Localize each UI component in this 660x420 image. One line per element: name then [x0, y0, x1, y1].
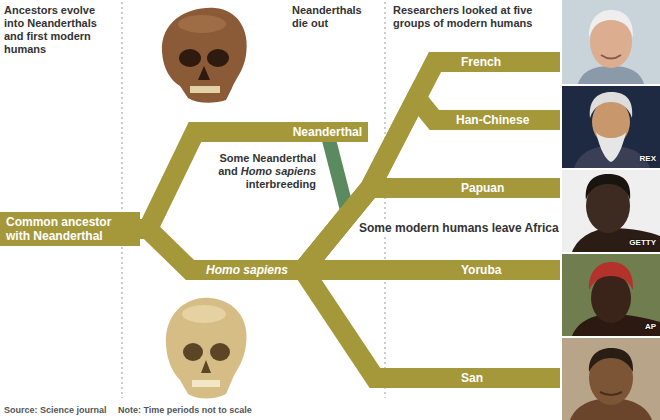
population-band: Han-Chinese: [450, 110, 560, 130]
portrait-photo: [562, 254, 660, 336]
photo-credit: AP: [645, 322, 656, 332]
band-label: Papuan: [461, 181, 504, 195]
smile: [600, 392, 622, 395]
branch-connector: [297, 270, 455, 378]
band-label: Neanderthal: [293, 125, 362, 139]
period-divider: [385, 2, 386, 398]
shoulder: [572, 228, 660, 252]
photo-credit: REX: [640, 154, 656, 164]
portrait-photo: [562, 170, 660, 252]
portrait-photo: [562, 86, 660, 168]
text-part: interbreeding: [246, 178, 316, 190]
period-heading: Researchers looked at five groups of mod…: [393, 4, 559, 30]
branch-band: Neanderthal: [205, 122, 368, 142]
portrait-photo: [562, 0, 660, 84]
band-label: Common ancestor with Neanderthal: [6, 215, 118, 243]
teeth: [192, 380, 220, 387]
branch-connector: [297, 260, 455, 280]
text-part: Homo sapiens: [241, 165, 316, 177]
hair: [589, 10, 633, 38]
branch-connector: [140, 132, 205, 229]
photo-credit: GETTY: [629, 238, 656, 248]
band-label: French: [461, 55, 501, 69]
neanderthal-skull: [162, 8, 247, 103]
skull-cranium: [166, 298, 247, 399]
photo-ground: [562, 170, 660, 252]
photo-ground: [562, 86, 660, 168]
population-band: Papuan: [455, 178, 560, 198]
period-divider: [122, 2, 123, 398]
eye-socket: [183, 343, 203, 361]
period-heading: Neanderthals die out: [292, 4, 376, 30]
teeth: [190, 86, 220, 93]
branch-band: Homo sapiens: [200, 260, 297, 280]
homo-sapiens-skull: [166, 298, 247, 399]
skull-highlight: [182, 305, 226, 323]
source-note: Note: Time periods not to scale: [116, 405, 254, 416]
hair: [589, 348, 633, 372]
eye-socket: [210, 343, 230, 361]
population-band: French: [455, 52, 560, 72]
photo-ground: [562, 0, 660, 84]
event-note: Some Neanderthal and Homo sapiens interb…: [214, 152, 316, 191]
skull-highlight: [178, 15, 226, 33]
branch-connector: [297, 62, 455, 270]
event-note: Some modern humans leave Africa: [357, 221, 561, 235]
population-band: San: [455, 368, 560, 388]
branch-connector: [140, 229, 200, 270]
nasal-cavity: [198, 66, 210, 80]
band-label: Yoruba: [461, 263, 501, 277]
eye-socket: [207, 49, 229, 67]
hair: [590, 92, 632, 118]
smile: [601, 55, 621, 59]
source-note: Source: Science journal: [2, 405, 109, 416]
beard: [596, 132, 626, 162]
photo-ground: [562, 254, 660, 336]
population-band: Yoruba: [455, 260, 560, 280]
shirt: [578, 66, 644, 84]
photo-ground: [562, 338, 660, 420]
skull-cranium: [162, 8, 247, 103]
nasal-cavity: [201, 360, 211, 373]
portrait-photo: [562, 338, 660, 420]
period-heading: Ancestors evolve into Neanderthals and f…: [4, 4, 116, 56]
band-label: Han-Chinese: [456, 113, 529, 127]
eye-socket: [179, 49, 201, 67]
hair: [586, 174, 630, 200]
cap: [589, 262, 633, 290]
band-label: San: [461, 371, 483, 385]
band-label: Homo sapiens: [206, 263, 288, 277]
interbreeding-band: [328, 136, 348, 214]
ancestor-band: Common ancestor with Neanderthal: [0, 212, 140, 246]
face: [591, 273, 631, 323]
